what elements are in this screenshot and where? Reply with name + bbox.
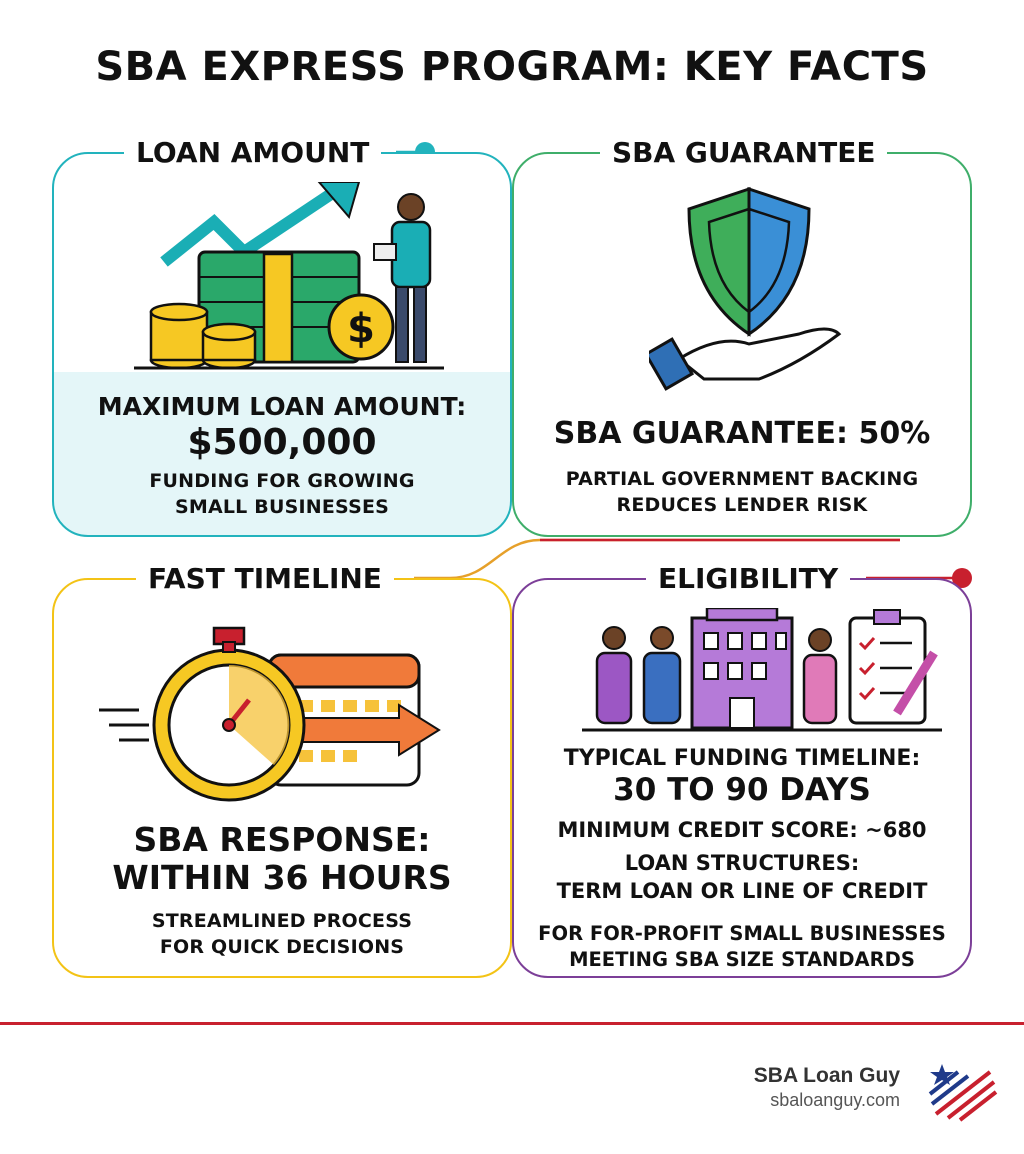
eligibility-heading: ELIGIBILITY: [646, 562, 851, 595]
fast-timeline-card: FAST TIMELINE SBA RESPONSE: WITHIN 36 HO…: [52, 562, 512, 978]
flag-logo-icon: [928, 1064, 998, 1122]
guarantee-description-line1: PARTIAL GOVERNMENT BACKING: [565, 468, 919, 490]
brand-name: SBA Loan Guy: [753, 1064, 900, 1087]
loan-description-line1: FUNDING FOR GROWING: [149, 470, 415, 492]
stopwatch-calendar-icon: [99, 626, 441, 802]
loan-structures-value: TERM LOAN OR LINE OF CREDIT: [556, 879, 928, 903]
response-value: WITHIN 36 HOURS: [112, 858, 452, 897]
eligibility-description-line1: FOR FOR-PROFIT SMALL BUSINESSES: [538, 922, 946, 945]
sba-guarantee-card: SBA GUARANTEE SBA GUARANTEE: 50% PARTIAL…: [512, 136, 972, 537]
credit-score: MINIMUM CREDIT SCORE: ~680: [557, 818, 927, 842]
funding-timeline-label: TYPICAL FUNDING TIMELINE:: [563, 746, 921, 771]
loan-amount-heading: LOAN AMOUNT: [124, 136, 382, 169]
shield-hand-icon: [649, 186, 842, 391]
eligibility-card: ELIGIBILITY TYPICAL FUNDING TIMELINE: 30…: [512, 562, 972, 978]
svg-text:$: $: [347, 306, 375, 352]
sba-guarantee-heading: SBA GUARANTEE: [600, 136, 888, 169]
timeline-description-line2: FOR QUICK DECISIONS: [159, 936, 405, 958]
footer-divider: [0, 1022, 1024, 1025]
response-label: SBA RESPONSE:: [133, 820, 431, 859]
brand-url: sbaloanguy.com: [770, 1090, 900, 1110]
guarantee-value: SBA GUARANTEE: 50%: [553, 416, 931, 451]
max-loan-label: MAXIMUM LOAN AMOUNT:: [97, 392, 467, 421]
guarantee-description-line2: REDUCES LENDER RISK: [616, 494, 868, 516]
eligibility-description-line2: MEETING SBA SIZE STANDARDS: [569, 948, 915, 971]
funding-timeline-value: 30 TO 90 DAYS: [613, 772, 871, 808]
money-growth-icon: $: [134, 182, 444, 370]
people-building-checklist-icon: [582, 608, 942, 732]
page-title: SBA EXPRESS PROGRAM: KEY FACTS: [95, 44, 929, 90]
loan-structures-label: LOAN STRUCTURES:: [624, 851, 860, 875]
max-loan-value: $500,000: [187, 422, 377, 463]
loan-amount-card: LOAN AMOUNT $ MAXIMUM LOAN AMOUNT: $500,…: [52, 136, 512, 537]
timeline-description-line1: STREAMLINED PROCESS: [151, 910, 413, 932]
fast-timeline-heading: FAST TIMELINE: [136, 562, 394, 595]
loan-description-line2: SMALL BUSINESSES: [174, 496, 390, 518]
